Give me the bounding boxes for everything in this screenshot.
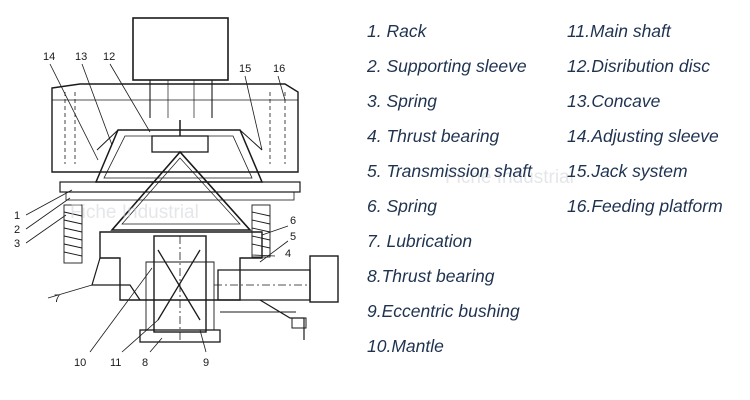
legend-item: 12.Disribution disc (567, 56, 710, 76)
drawing-watermark: Fiche Industrial (70, 202, 199, 223)
callout-4: 4 (285, 248, 291, 260)
legend-item: 9.Eccentric bushing (367, 301, 520, 321)
callout-14: 14 (43, 51, 55, 63)
legend-item: 10.Mantle (367, 336, 444, 356)
legend-item: 13.Concave (567, 91, 661, 111)
concave (94, 129, 264, 183)
legend-item: 15.Jack system (567, 161, 688, 181)
legend-item: 2. Supporting sleeve (367, 56, 527, 76)
legend-item: 16.Feeding platform (567, 196, 723, 216)
legend-item: 6. Spring (367, 196, 438, 216)
callout-12: 12 (103, 51, 115, 63)
callout-11: 11 (110, 357, 121, 369)
legend-item: 7. Lubrication (367, 231, 473, 251)
legend-item: 14.Adjusting sleeve (567, 126, 719, 146)
supporting-sleeve (59, 181, 301, 193)
main-frame (99, 231, 263, 301)
crusher-cross-section-drawing: Fiche Industrial 14 13 12 15 16 1 2 3 6 … (14, 17, 339, 369)
callout-7: 7 (54, 293, 60, 305)
callout-9: 9 (203, 357, 209, 369)
pulley (309, 255, 339, 303)
legend-item: 1. Rack (367, 21, 427, 41)
callout-3: 3 (14, 238, 20, 250)
legend-item: 3. Spring (367, 91, 438, 111)
legend-item: 11.Main shaft (567, 21, 671, 41)
callout-10: 10 (74, 357, 86, 369)
callout-1: 1 (14, 210, 20, 222)
legend-item: 8.Thrust bearing (367, 266, 495, 286)
springs-left (63, 204, 83, 264)
callout-15: 15 (239, 63, 251, 75)
feed-hopper (132, 17, 229, 81)
legend-right-column: 11.Main shaft 12.Disribution disc 13.Conca… (567, 14, 723, 224)
legend-item: 5. Transmission shaft (367, 161, 533, 181)
callout-2: 2 (14, 224, 20, 236)
distribution-disc (151, 135, 209, 153)
legend-left-column: 1. Rack 2. Supporting sleeve 3. Spring 4. T… (367, 14, 532, 364)
upper-housing (51, 83, 299, 173)
legend-item: 4. Thrust bearing (367, 126, 500, 146)
lubrication-pipe (91, 257, 141, 301)
callout-8: 8 (142, 357, 148, 369)
springs-right (251, 204, 271, 258)
callout-6: 6 (290, 215, 296, 227)
callout-13: 13 (75, 51, 87, 63)
callout-5: 5 (290, 231, 296, 243)
leader-lines (25, 63, 289, 353)
callout-16: 16 (273, 63, 285, 75)
mantle (110, 150, 252, 231)
